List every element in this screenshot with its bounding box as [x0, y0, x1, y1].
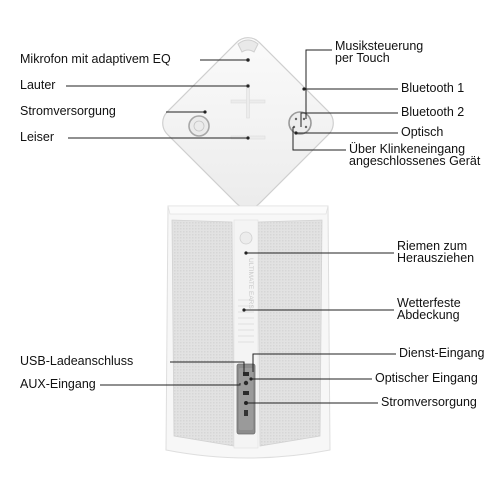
label-strap-line2: Herausziehen [397, 251, 475, 265]
label-bluetooth1: Bluetooth 1 [401, 81, 465, 95]
optical-port-icon [243, 391, 249, 395]
aux-port-icon [243, 380, 249, 386]
leader-lines [66, 49, 398, 404]
label-music-control: Musiksteuerung per Touch [335, 39, 424, 65]
label-bluetooth2: Bluetooth 2 [401, 105, 465, 119]
cover-ribs [238, 299, 254, 343]
label-cover-line1: Wetterfeste [397, 296, 461, 310]
label-strap-line1: Riemen zum [397, 239, 468, 253]
source-button-icon [288, 111, 312, 135]
label-jack-line1: Über Klinkeneingang [349, 142, 466, 156]
strap-icon [239, 231, 253, 245]
volume-up-icon [230, 83, 266, 119]
label-cover-line2: Abdeckung [397, 308, 460, 322]
label-strap: Riemen zum Herausziehen [397, 239, 475, 265]
power-button-icon [188, 115, 210, 137]
label-usb: USB-Ladeanschluss [20, 354, 134, 368]
label-mic-eq: Mikrofon mit adaptivem EQ [20, 52, 171, 66]
optical-dot [304, 125, 308, 129]
label-service: Dienst-Eingang [399, 346, 485, 360]
label-aux: AUX-Eingang [20, 377, 96, 391]
label-optical-in: Optischer Eingang [375, 371, 478, 385]
label-optical: Optisch [401, 125, 444, 139]
brand-vertical-text: ULTIMATE EARS [247, 258, 254, 309]
strap-loop [237, 39, 259, 53]
label-jack-line2: angeschlossenes Gerät [349, 154, 481, 168]
label-quieter: Leiser [20, 130, 55, 144]
bluetooth1-dot [294, 117, 298, 121]
label-music-control-line2: per Touch [335, 51, 390, 65]
leader-dots [203, 58, 306, 405]
label-cover: Wetterfeste Abdeckung [397, 296, 461, 322]
label-music-control-line1: Musiksteuerung [335, 39, 424, 53]
label-power-top: Stromversorgung [20, 104, 116, 118]
label-power-bottom: Stromversorgung [381, 395, 477, 409]
label-jack: Über Klinkeneingang angeschlossenes Gerä… [349, 142, 481, 168]
label-louder: Lauter [20, 78, 56, 92]
side-view: ULTIMATE EARS [165, 205, 331, 459]
fabric-left [171, 219, 235, 447]
fabric-right [257, 219, 323, 447]
usb-port-icon [243, 372, 249, 376]
bluetooth2-dot [302, 117, 306, 121]
